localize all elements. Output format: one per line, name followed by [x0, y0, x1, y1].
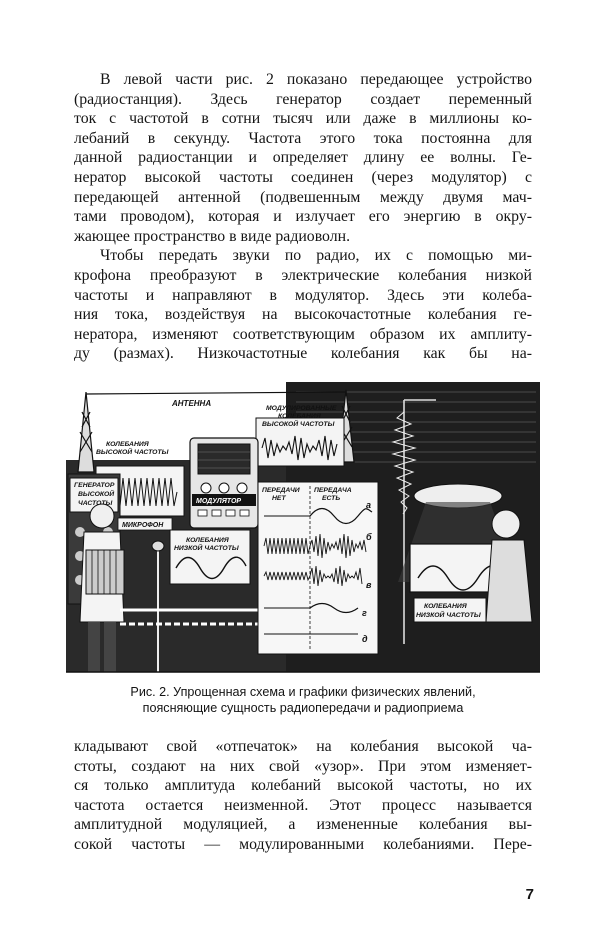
graph-a-letter: а	[366, 500, 371, 510]
accordion-player	[79, 503, 125, 672]
listener-head	[491, 509, 521, 539]
antenna-wire	[85, 391, 347, 395]
radio-transmission-figure: АНТЕННА МОДУЛИРОВАННЫЕ КОЛЕБАНИЯ ВЫСОКОЙ…	[66, 382, 540, 674]
text-line: ния тока, воздействуя на высокочастотные…	[74, 306, 532, 324]
hf-label-1: КОЛЕБАНИЯ	[106, 441, 150, 448]
tx-label-2: ЕСТЬ	[322, 495, 340, 502]
graph-b-letter: б	[366, 532, 372, 542]
no-tx-label-1: ПЕРЕДАЧИ	[262, 487, 300, 494]
text-line: ток с частотой в сотни тысяч или даже в …	[74, 110, 532, 128]
graph-g-trace	[309, 602, 359, 614]
no-tx-label-2: НЕТ	[272, 495, 286, 502]
graph-v-letter: в	[366, 580, 372, 590]
text-line: частоты и направляют в модулятор. Здесь …	[74, 286, 532, 304]
signal-cable	[120, 608, 262, 626]
text-line: В левой части рис. 2 показано передающее…	[100, 71, 532, 88]
radio-receiver-scene	[398, 483, 533, 623]
modulator-screen	[197, 443, 251, 475]
modulator-screen-grid	[198, 451, 250, 469]
rx-label-box	[413, 597, 487, 623]
text-line: передающей антенной (подвешенным между д…	[74, 188, 532, 206]
figure-caption: Рис. 2. Упрощенная схема и графики физич…	[60, 684, 546, 716]
left-mast	[77, 391, 95, 473]
text-line: амплитудной модуляцией, а измененные кол…	[74, 816, 532, 834]
listener-body	[485, 539, 533, 623]
microphone-label: МИКРОФОН	[122, 522, 164, 529]
text-line: сокой частоты — модулированными колебани…	[74, 835, 532, 853]
graph-d-letter: д	[362, 634, 368, 644]
text-line: (радиостанция). Здесь генератор создает …	[74, 90, 532, 108]
graph-scroll	[257, 481, 379, 655]
graph-v-trace	[263, 565, 363, 587]
generator-label-2: ВЫСОКОЙ	[78, 489, 114, 498]
text-line: стоты, создают на них свой «узор». При э…	[74, 757, 532, 775]
antenna-label: АНТЕННА	[171, 399, 211, 408]
lf-wave-panel	[169, 529, 251, 585]
tx-label-1: ПЕРЕДАЧА	[314, 487, 352, 494]
text-line: крофона преобразуют в электрические коле…	[74, 266, 532, 284]
text-line: лебаний в секунду. Частота этого тока по…	[74, 129, 532, 147]
rx-lf-label-2: НИЗКОЙ ЧАСТОТЫ	[416, 610, 481, 619]
bottom-paragraph: кладывают свой «отпечаток» на колебания …	[74, 737, 532, 855]
text-line: кладывают свой «отпечаток» на колебания …	[74, 738, 532, 755]
microphone-head	[151, 540, 165, 552]
generator-label-3: ЧАСТОТЫ	[78, 500, 113, 507]
modulated-label-1: МОДУЛИРОВАННЫЕ	[266, 405, 337, 412]
modulator-switches	[197, 509, 250, 517]
rx-lf-label-1: КОЛЕБАНИЯ	[424, 603, 468, 610]
graph-g-letter: г	[362, 608, 367, 618]
modulated-label-3: ВЫСОКОЙ ЧАСТОТЫ	[262, 419, 335, 428]
text-line: жающее пространство в виде радиоволн.	[74, 227, 351, 245]
caption-line-2: поясняющие сущность радиопередачи и ради…	[142, 701, 464, 715]
lf-label-2: НИЗКОЙ ЧАСТОТЫ	[174, 543, 239, 552]
graph-b-trace	[263, 533, 367, 559]
caption-line-1: Рис. 2. Упрощенная схема и графики физич…	[130, 685, 476, 699]
text-line: Чтобы передать звуки по радио, их с помо…	[100, 247, 532, 265]
lf-wave-trace	[175, 556, 247, 580]
lf-label-1: КОЛЕБАНИЯ	[186, 537, 230, 544]
text-line: нератор высокой частоты соединен (через …	[74, 168, 532, 186]
modulated-label-2: КОЛЕБАНИЯ	[278, 413, 322, 420]
modulator-label-strip	[192, 494, 256, 506]
text-line: данной радиостанции и определяет длину е…	[74, 149, 532, 167]
generator-label-1: ГЕНЕРАТОР	[74, 482, 115, 489]
text-line: ду (размах). Низкочастотные колебания ка…	[74, 345, 532, 363]
hf-label-2: ВЫСОКОЙ ЧАСТОТЫ	[96, 447, 169, 456]
text-line: тами проводом), которая и излучает его э…	[74, 208, 532, 226]
modulator-label: МОДУЛЯТОР	[196, 498, 241, 505]
top-paragraphs: В левой части рис. 2 показано передающее…	[74, 70, 532, 364]
modulated-wave-trace	[261, 435, 338, 461]
modulator-knobs	[200, 482, 248, 494]
microphone-label-box	[117, 517, 173, 531]
graph-a-trace	[309, 507, 373, 525]
text-line: ся только амплитуда колебаний высокой ча…	[74, 777, 532, 795]
text-line: частота остается неизменной. Этот процес…	[74, 796, 532, 814]
text-line: нератора, изменяют соответствующим образ…	[74, 325, 532, 343]
incoming-radio-waves	[391, 411, 417, 515]
page-number: 7	[525, 886, 534, 903]
